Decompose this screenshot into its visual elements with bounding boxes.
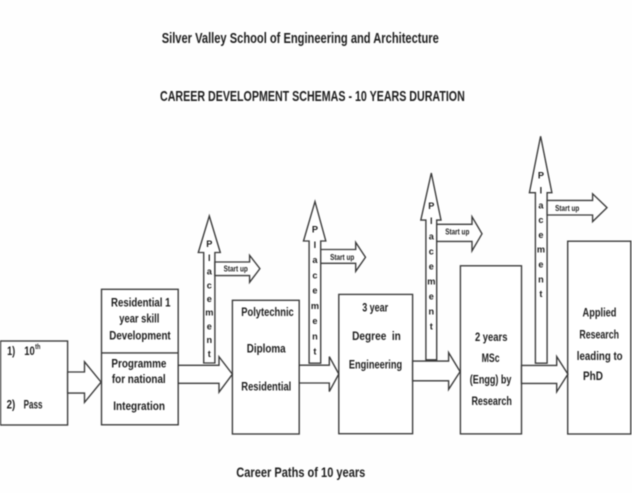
svg-text:n: n xyxy=(206,335,212,345)
svg-text:for national: for national xyxy=(112,374,166,386)
svg-text:e: e xyxy=(312,316,317,326)
svg-text:Residential 1: Residential 1 xyxy=(111,298,171,310)
svg-text:Integration: Integration xyxy=(113,401,165,413)
svg-text:n: n xyxy=(428,307,434,317)
svg-text:10: 10 xyxy=(24,346,35,358)
svg-text:c: c xyxy=(429,246,434,256)
svg-text:e: e xyxy=(538,230,543,240)
svg-text:e: e xyxy=(429,261,434,271)
svg-text:m: m xyxy=(427,276,435,286)
svg-text:l: l xyxy=(430,216,433,226)
svg-text:P: P xyxy=(428,201,434,211)
svg-text:th: th xyxy=(35,342,41,351)
svg-text:Research: Research xyxy=(471,396,512,408)
svg-text:P: P xyxy=(206,239,212,249)
svg-text:Silver Valley School of Engine: Silver Valley School of Engineering and … xyxy=(162,30,439,47)
svg-text:P: P xyxy=(538,171,544,181)
svg-text:Career Paths of 10 years: Career Paths of 10 years xyxy=(236,464,365,480)
svg-text:m: m xyxy=(205,308,213,318)
svg-text:a: a xyxy=(207,267,213,277)
svg-text:Pass: Pass xyxy=(24,399,43,411)
svg-text:a: a xyxy=(312,255,318,265)
svg-text:2): 2) xyxy=(7,399,16,411)
svg-text:Engineering: Engineering xyxy=(349,360,402,372)
svg-text:Development: Development xyxy=(109,330,171,342)
svg-text:Start up: Start up xyxy=(445,228,469,237)
svg-text:Applied: Applied xyxy=(583,308,617,320)
svg-text:e: e xyxy=(429,292,434,302)
svg-text:CAREER DEVELOPMENT SCHEMAS - 1: CAREER DEVELOPMENT SCHEMAS - 10 YEARS DU… xyxy=(160,88,465,105)
svg-text:MSc: MSc xyxy=(482,353,500,365)
svg-text:e: e xyxy=(538,260,543,270)
svg-text:Start up: Start up xyxy=(224,265,248,274)
svg-text:Residential: Residential xyxy=(241,379,291,393)
svg-text:c: c xyxy=(538,215,543,225)
svg-text:c: c xyxy=(312,270,317,280)
svg-text:m: m xyxy=(311,301,319,311)
svg-text:t: t xyxy=(539,289,542,299)
svg-text:P: P xyxy=(312,225,318,235)
svg-text:Programme: Programme xyxy=(111,358,166,370)
svg-text:Start up: Start up xyxy=(330,253,354,262)
svg-text:l: l xyxy=(540,186,543,196)
svg-text:leading to: leading to xyxy=(577,351,623,363)
svg-text:a: a xyxy=(538,200,544,210)
svg-text:l: l xyxy=(314,240,317,250)
svg-text:e: e xyxy=(207,321,212,331)
svg-text:2 years: 2 years xyxy=(475,332,508,344)
svg-text:t: t xyxy=(313,347,316,357)
svg-text:c: c xyxy=(207,280,212,290)
svg-text:e: e xyxy=(312,286,317,296)
svg-text:(Engg) by: (Engg) by xyxy=(470,375,512,387)
svg-text:Start up: Start up xyxy=(555,204,579,213)
svg-text:m: m xyxy=(537,245,545,255)
svg-text:n: n xyxy=(538,274,544,284)
svg-text:1): 1) xyxy=(7,346,15,358)
svg-text:a: a xyxy=(429,231,435,241)
svg-text:e: e xyxy=(207,294,212,304)
svg-text:t: t xyxy=(208,349,211,359)
svg-text:l: l xyxy=(208,253,211,263)
svg-text:3 year: 3 year xyxy=(362,303,388,315)
svg-text:Degree in: Degree in xyxy=(352,331,401,343)
svg-text:Research: Research xyxy=(579,329,619,341)
svg-text:year skill: year skill xyxy=(119,314,159,326)
svg-text:t: t xyxy=(430,322,433,332)
svg-text:Polytechnic: Polytechnic xyxy=(241,305,294,319)
svg-text:n: n xyxy=(312,331,318,341)
svg-text:Diploma: Diploma xyxy=(247,342,286,356)
svg-text:PhD: PhD xyxy=(583,371,603,383)
